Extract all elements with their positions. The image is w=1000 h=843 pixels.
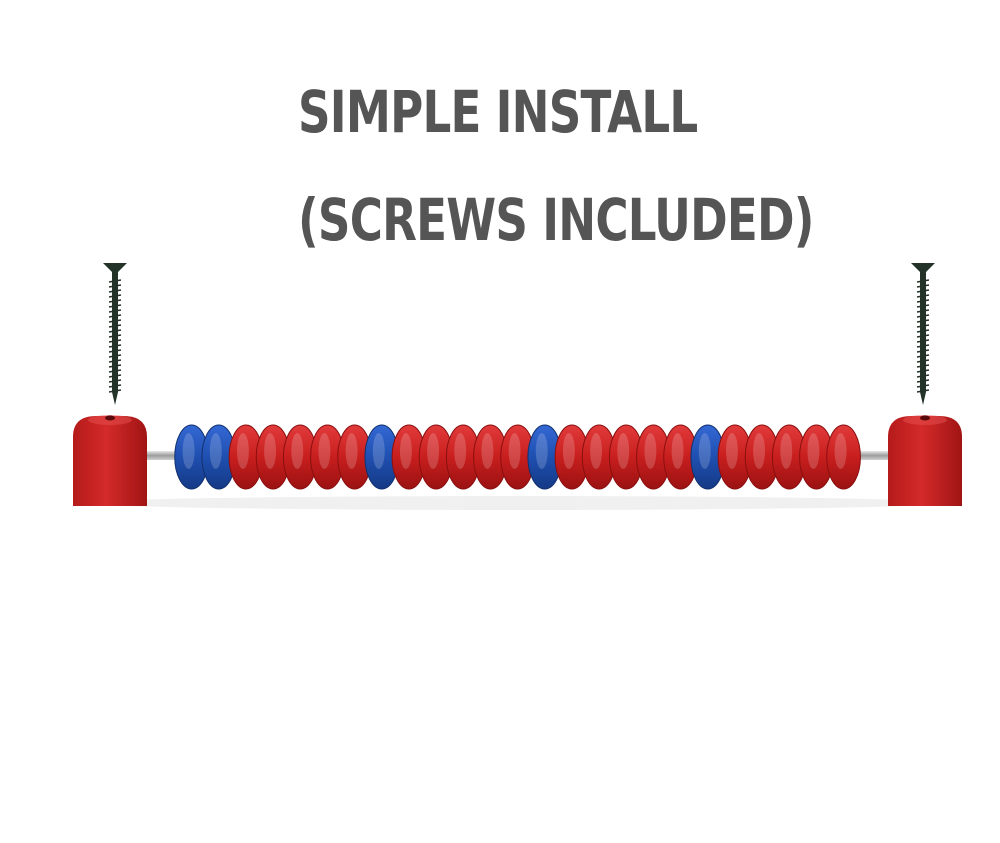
ring-red <box>418 424 454 490</box>
headline-line-1: SIMPLE INSTALL <box>298 78 698 146</box>
ring-red <box>799 424 834 490</box>
ring-red <box>608 424 644 490</box>
ring-red <box>255 424 291 490</box>
ring-stack <box>174 424 861 490</box>
headline-line-2: (SCREWS INCLUDED) <box>298 186 814 254</box>
shadow <box>88 496 948 510</box>
ring-blue <box>364 424 400 490</box>
ring-red <box>581 424 617 490</box>
ring-blue <box>690 424 726 490</box>
ring-red <box>744 424 780 490</box>
ring-red <box>391 424 427 490</box>
screw-icon-left <box>103 263 127 405</box>
ring-blue <box>201 424 237 490</box>
ring-red <box>663 424 698 490</box>
ring-red <box>310 424 345 490</box>
ring-red <box>445 424 481 490</box>
ring-red <box>500 424 535 490</box>
ring-red <box>554 424 590 490</box>
screw-icon-right <box>911 263 935 405</box>
end-cap-left <box>73 415 147 506</box>
ring-red <box>228 424 264 490</box>
end-cap-right <box>888 415 962 506</box>
ring-red <box>636 424 671 490</box>
ring-blue <box>527 424 563 490</box>
ring-blue <box>174 424 209 490</box>
ring-red <box>282 424 318 490</box>
ring-red <box>826 424 861 490</box>
